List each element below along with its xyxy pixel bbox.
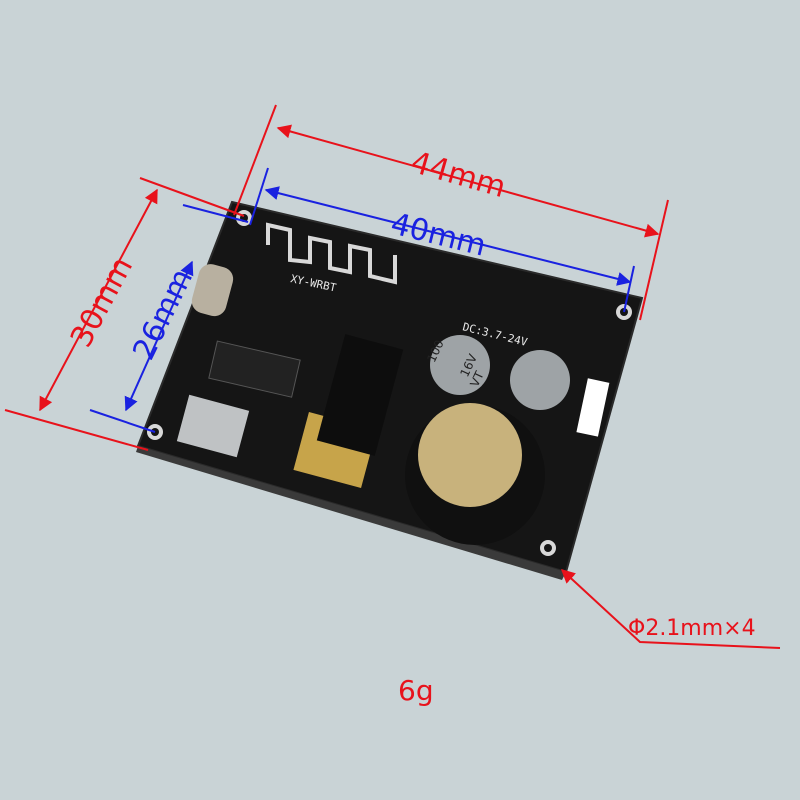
- hole-diameter-label: Φ2.1mm×4: [628, 616, 756, 641]
- outer-width-label: 44mm: [407, 145, 510, 205]
- circuit-board: XY-WRBT DC:3.7-24V 100 16V VT: [136, 200, 644, 580]
- micro-usb-port: [176, 394, 250, 458]
- pin-header: [576, 378, 610, 437]
- capacitor-label: VT: [467, 369, 487, 390]
- weight-label: 6g: [398, 674, 434, 707]
- outer-height-label: 30mm: [64, 251, 140, 353]
- ic-chip: [208, 340, 301, 398]
- inner-dimension-lines: [89, 167, 635, 433]
- crystal-oscillator: [191, 264, 234, 317]
- capacitor: [430, 335, 570, 410]
